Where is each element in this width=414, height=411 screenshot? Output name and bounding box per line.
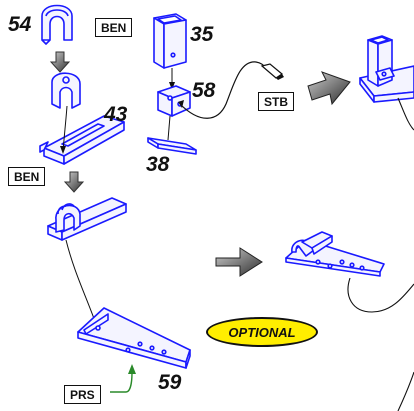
assembled-rail (47, 197, 127, 241)
part-number-43: 43 (104, 103, 128, 126)
stb-connector (260, 63, 284, 80)
cable-right-bottom (397, 371, 414, 411)
tag-stb: STB (258, 92, 294, 111)
part-number-58: 58 (192, 79, 216, 102)
stb-cable (179, 61, 267, 119)
part-38-plate (147, 137, 197, 155)
leader-rail-to-plate (65, 239, 97, 325)
arrow-54-to-43 (49, 51, 71, 73)
part-59-plate (77, 307, 191, 369)
cable-optional (347, 277, 414, 313)
part-35-tube (153, 13, 187, 69)
prs-leader (110, 371, 133, 393)
cable-right-top (397, 97, 414, 131)
arrow-43-to-assembly (63, 171, 85, 193)
assembled-post (359, 35, 414, 103)
part-54-clip (41, 4, 73, 45)
optional-badge: OPTIONAL (206, 317, 318, 347)
part-number-35: 35 (190, 23, 214, 46)
tag-ben-left: BEN (8, 167, 46, 186)
tag-prs: PRS (64, 385, 101, 404)
tag-ben-top: BEN (95, 18, 133, 37)
part-43-hook (51, 72, 81, 109)
part-58-bracket (157, 85, 191, 117)
leader-38 (167, 115, 171, 141)
optional-assembly (285, 231, 385, 277)
part-number-38: 38 (146, 153, 170, 176)
part-number-54: 54 (8, 13, 32, 36)
part-number-59: 59 (158, 371, 182, 394)
arrow-to-step-2 (307, 71, 351, 106)
arrow-to-optional (215, 247, 263, 277)
